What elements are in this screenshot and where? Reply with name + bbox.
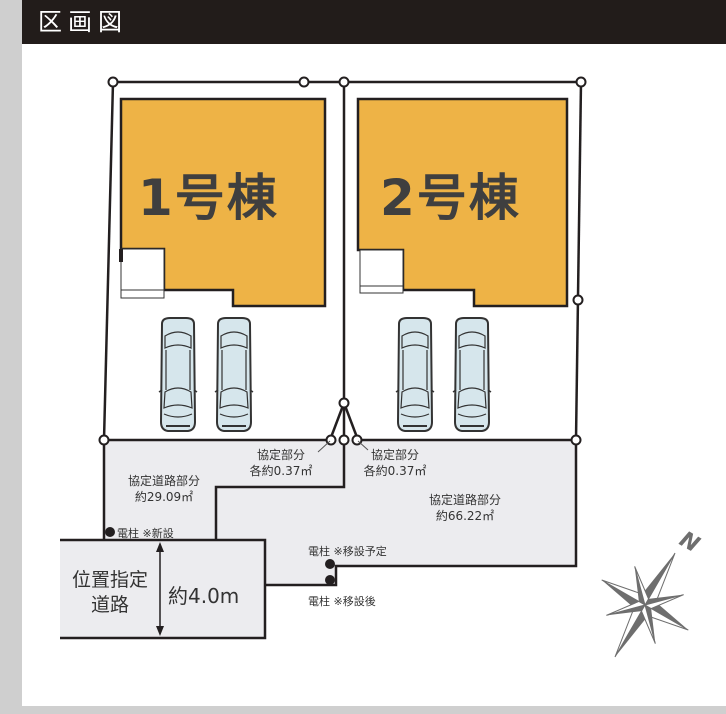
parking-car-2 — [214, 317, 254, 432]
utility-pole-markers — [105, 527, 335, 585]
agreement-part-2-title: 協定部分 — [370, 448, 419, 462]
designated-road-width: 約4.0m — [168, 584, 240, 608]
boundary-markers — [98, 76, 587, 446]
lot-2-label: 2号棟 — [380, 169, 521, 227]
parking-car-1 — [158, 317, 198, 432]
agreement-part-2-value: 各約0.37㎡ — [363, 464, 427, 478]
road-area-1-label: 協定道路部分 約29.09㎡ — [114, 473, 214, 505]
designated-road-line2: 道路 — [90, 594, 129, 616]
building-lot-1 — [119, 97, 327, 308]
building-lot-2 — [356, 97, 569, 308]
parking-car-3 — [395, 317, 435, 432]
agreement-part-2-label: 協定部分 各約0.37㎡ — [350, 447, 440, 479]
leader-lines — [317, 440, 369, 453]
agreement-part-1-value: 各約0.37㎡ — [249, 464, 313, 478]
header-bar: 区画図 — [22, 0, 726, 44]
lot-boundaries — [60, 80, 583, 640]
agreement-part-1-label: 協定部分 各約0.37㎡ — [236, 447, 326, 479]
road-area-2-title: 協定道路部分 — [428, 493, 501, 507]
parking-car-4 — [452, 317, 492, 432]
road-area-1-title: 協定道路部分 — [127, 474, 200, 488]
lot-1-label: 1号棟 — [138, 169, 279, 227]
designated-road-label: 位置指定 道路 — [62, 568, 158, 618]
utility-pole-new-label: 電柱 ※新設 — [117, 527, 174, 540]
road-area-2-value: 約66.22㎡ — [435, 509, 495, 523]
agreement-part-1-title: 協定部分 — [256, 448, 305, 462]
utility-pole-after-label: 電柱 ※移設後 — [308, 595, 376, 608]
utility-pole-planned-label: 電柱 ※移設予定 — [308, 545, 387, 558]
page-title: 区画図 — [38, 8, 128, 36]
designated-road-area — [60, 540, 265, 638]
road-area-2-label: 協定道路部分 約66.22㎡ — [410, 492, 520, 524]
designated-road-line1: 位置指定 — [71, 569, 148, 591]
road-area-1-value: 約29.09㎡ — [134, 490, 194, 504]
road-width-arrow — [156, 542, 164, 636]
compass-icon — [601, 552, 689, 658]
agreement-road-area — [104, 440, 576, 585]
